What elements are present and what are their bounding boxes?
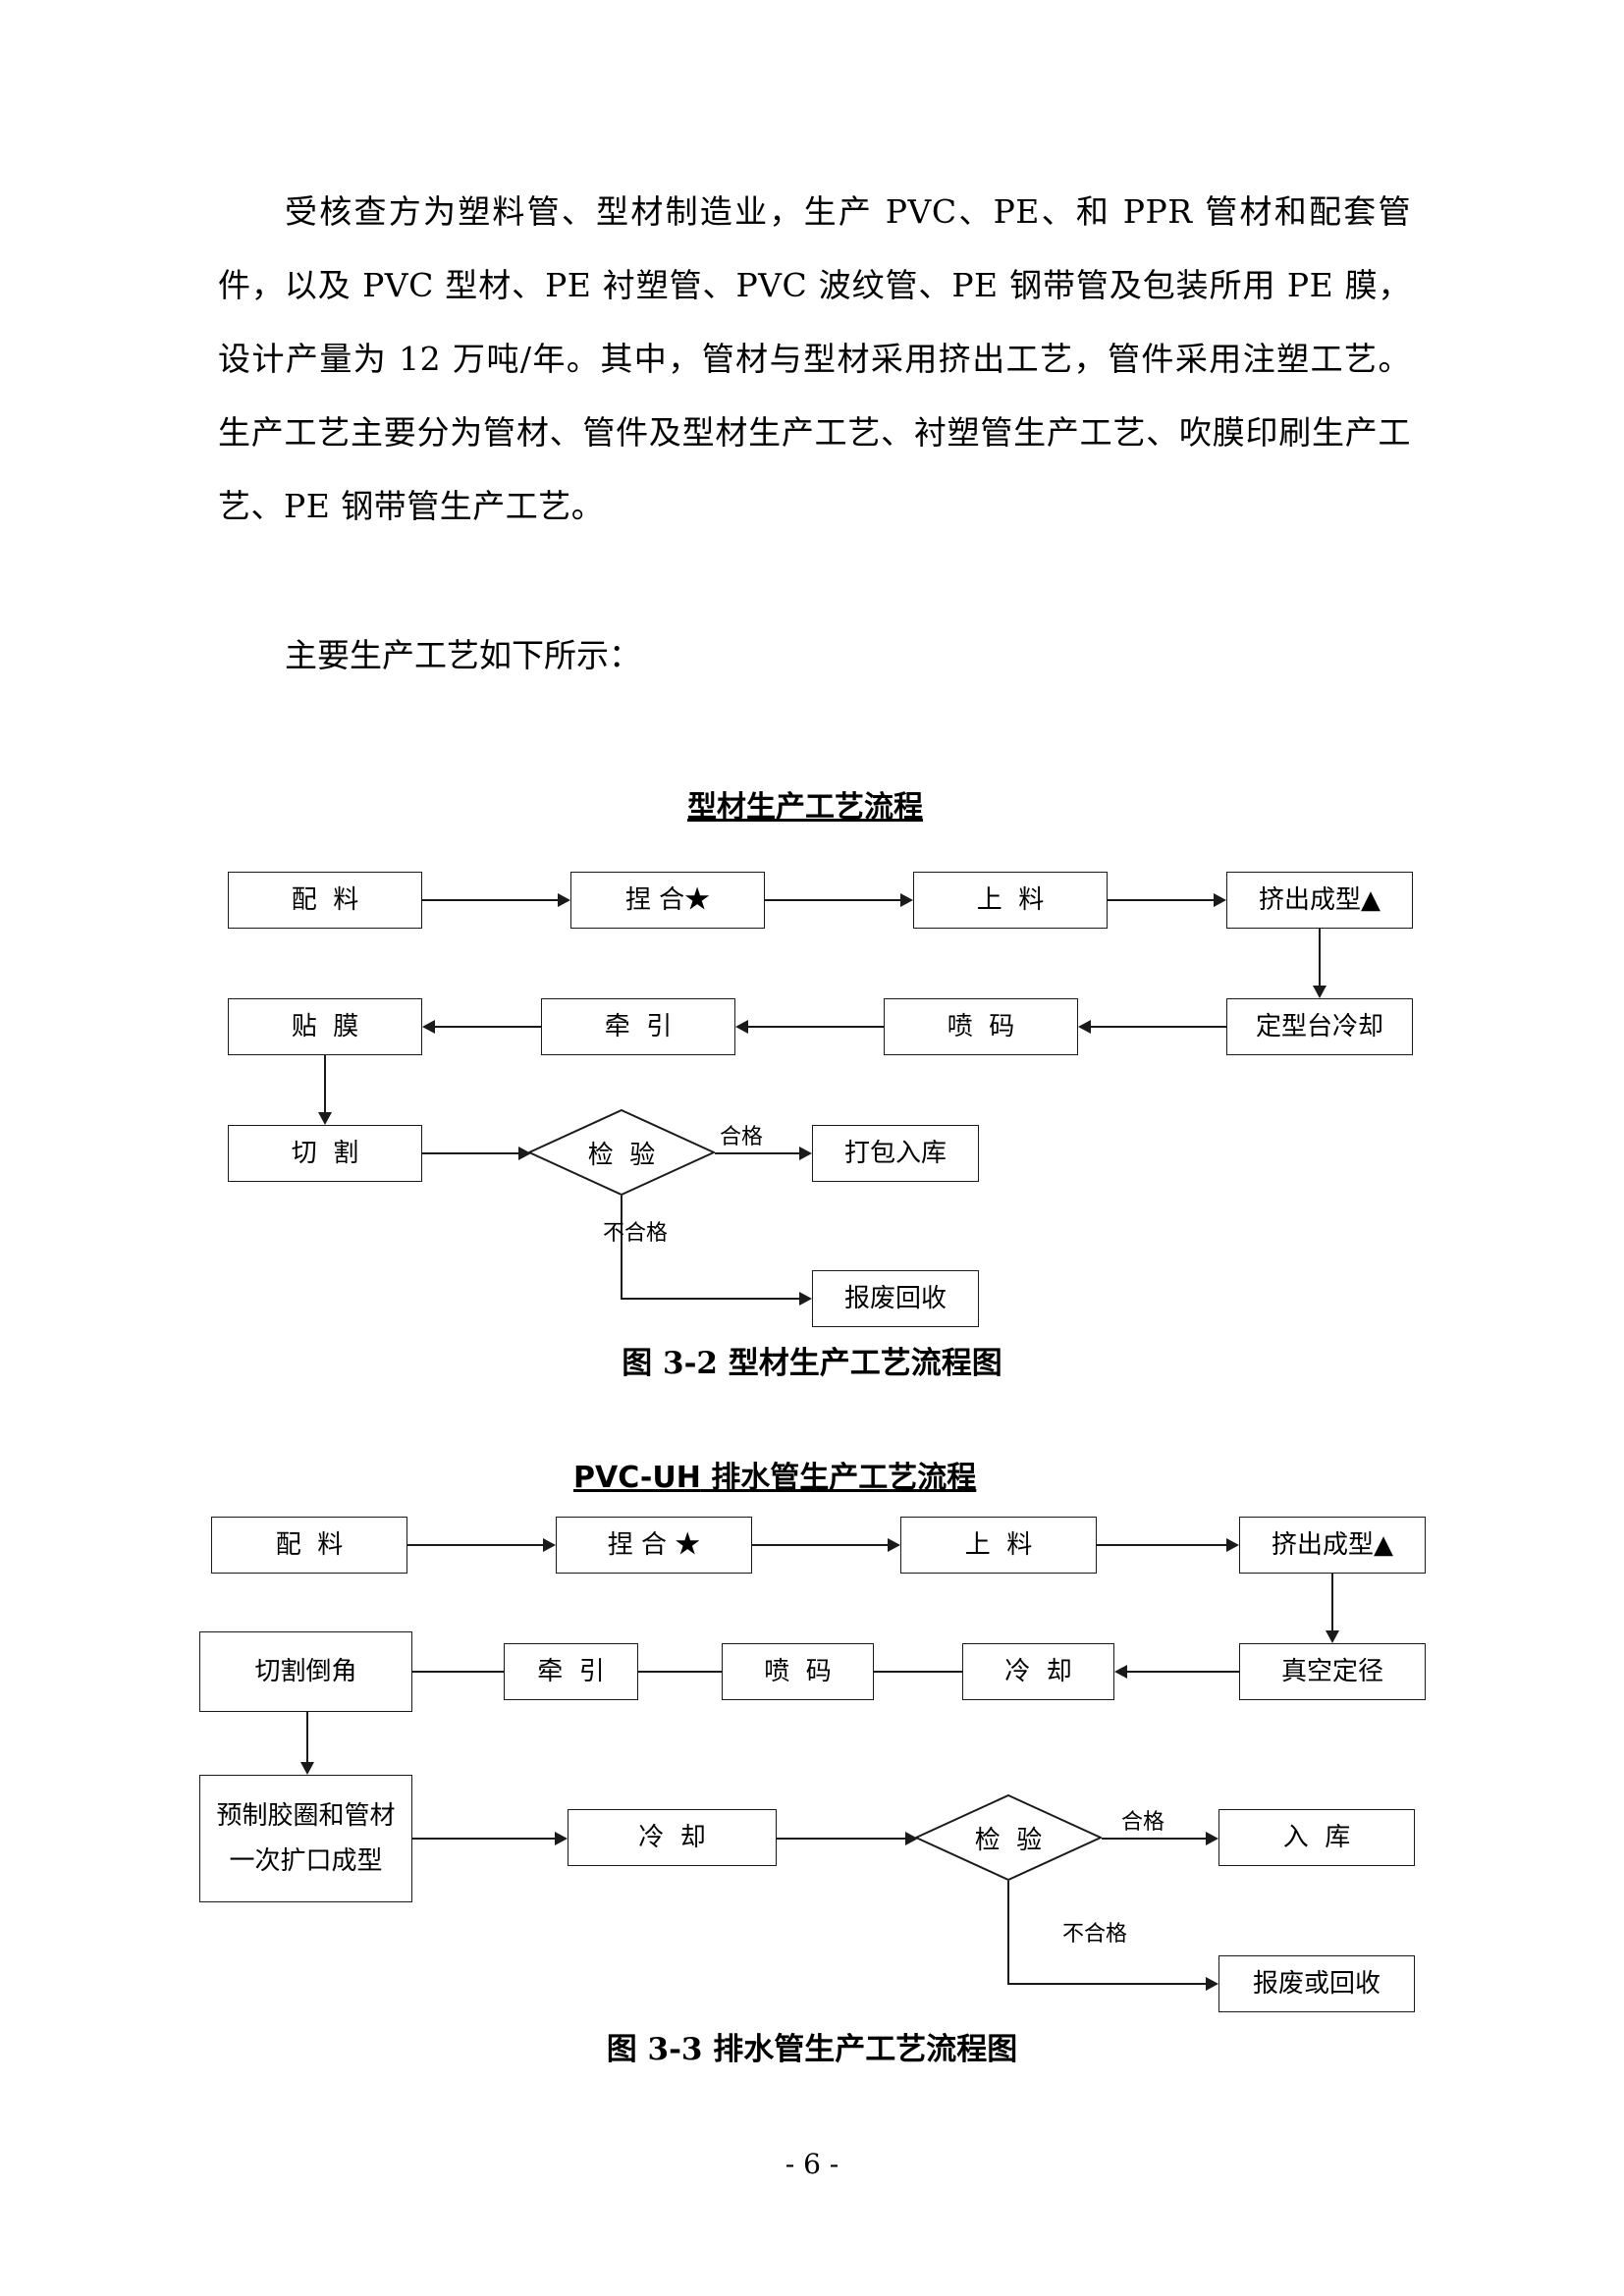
figure-2-arrow-9 [300,1762,314,1775]
figure-2-arrow-12 [1206,1832,1218,1845]
figure-2-edge-6 [862,1671,962,1673]
figure-1-node-qiege: 切 割 [228,1125,422,1182]
figure-2-edge-2 [752,1544,890,1546]
figure-1-arrow-9 [518,1147,531,1160]
figure-1-flowchart: 型材生产工艺流程 配 料 捏 合★ 上 料 挤出成型▲ 定型台冷却 喷 码 牵 … [228,790,1413,1327]
figure-2-edge-13a [1007,1881,1009,1985]
figure-2-arrow-4 [1326,1630,1339,1643]
figure-2-edge-1 [407,1544,545,1546]
figure-2-node-baofeihuohuishou: 报废或回收 [1218,1955,1415,2012]
figure-1-node-jichuchengxing: 挤出成型▲ [1226,872,1413,929]
figure-1-edge-label-fail: 不合格 [603,1221,669,1246]
figure-2-edge-13b [1007,1983,1208,1985]
figure-1-edge-11a [621,1196,623,1300]
figure-2-flowchart: PVC-UH 排水管生产工艺流程 配 料 捏 合 ★ 上 料 挤出成型▲ 真空定… [199,1453,1426,2012]
figure-2-edge-12 [1102,1838,1208,1840]
figure-2-arrow-13 [1206,1977,1218,1991]
figure-1-node-niehe: 捏 合★ [570,872,765,929]
figure-1-node-penma: 喷 码 [884,998,1078,1055]
figure-2-node-yuzhijiaoquan: 预制胶圈和管材一次扩口成型 [199,1775,412,1902]
figure-1-node-dingxingtailengque: 定型台冷却 [1226,998,1413,1055]
figure-2-node-lengque-2: 冷 却 [568,1809,777,1866]
figure-1-arrow-4 [1313,986,1326,998]
figure-2-edge-8 [412,1671,504,1673]
figure-1-arrow-6 [735,1020,748,1034]
body-paragraph-1: 受核查方为塑料管、型材制造业，生产 PVC、PE、和 PPR 管材和配套管件，以… [218,192,1411,525]
figure-1-node-shangliao: 上 料 [913,872,1108,929]
figure-2-node-ruku: 入 库 [1218,1809,1415,1866]
figure-1-edge-6 [748,1026,884,1028]
figure-2-edge-label-pass: 合格 [1121,1810,1165,1835]
figure-1-edge-2 [765,899,902,901]
figure-1-caption: 图 3-2 型材生产工艺流程图 [622,1346,1002,1381]
figure-2-node-jichuchengxing: 挤出成型▲ [1239,1517,1426,1574]
figure-1-edge-1 [422,899,560,901]
figure-2-node-jianyan: 检 验 [915,1794,1102,1881]
figure-1-arrow-2 [900,893,913,907]
diamond-shape-icon [915,1794,1102,1881]
figure-1-arrow-1 [558,893,570,907]
figure-2-arrow-10 [555,1832,568,1845]
figure-2-edge-10 [412,1838,557,1840]
figure-2-node-niehe: 捏 合 ★ [556,1517,752,1574]
body-paragraph-2: 主要生产工艺如下所示： [285,636,641,674]
figure-2-title: PVC-UH 排水管生产工艺流程 [573,1453,976,1496]
figure-2-node-lengque-1: 冷 却 [962,1643,1114,1700]
figure-1-edge-7 [435,1026,541,1028]
figure-1-edge-10 [715,1152,801,1154]
figure-1-arrow-10 [799,1147,812,1160]
figure-2-edge-9 [306,1712,308,1766]
figure-2-edge-4 [1331,1574,1333,1634]
figure-1-node-jianyan-label: 检 验 [587,1140,656,1170]
figure-1-node-baofeihuishou: 报废回收 [812,1270,979,1327]
figure-1-edge-9 [422,1152,520,1154]
figure-2-arrow-1 [543,1538,556,1552]
figure-2-title-latin: PVC-UH [573,1461,701,1495]
figure-2-edge-label-fail: 不合格 [1062,1922,1128,1947]
figure-1-edge-8 [324,1055,326,1116]
figure-1-node-dabaoruku: 打包入库 [812,1125,979,1182]
figure-1-arrow-5 [1078,1020,1091,1034]
figure-1-arrow-11 [799,1292,812,1306]
figure-1-arrow-8 [318,1112,332,1125]
page-number: - 6 - [785,2148,839,2180]
figure-2-arrow-3 [1226,1538,1239,1552]
figure-1-node-jianyan: 检 验 [528,1109,715,1196]
figure-2-edge-3 [1097,1544,1228,1546]
figure-1-node-qianyin: 牵 引 [541,998,735,1055]
figure-1-edge-5 [1091,1026,1226,1028]
figure-2-node-penma: 喷 码 [722,1643,874,1700]
figure-2-node-shangliao: 上 料 [900,1517,1097,1574]
figure-2-caption: 图 3-3 排水管生产工艺流程图 [606,2032,1018,2067]
diamond-shape-icon [528,1109,715,1196]
figure-2-node-jianyan-label: 检 验 [974,1825,1043,1855]
figure-1-title: 型材生产工艺流程 [687,790,923,825]
figure-2-node-qiegedaojiao: 切割倒角 [199,1631,412,1712]
figure-1-edge-4 [1319,929,1321,989]
figure-1-edge-3 [1108,899,1216,901]
figure-2-node-zhenkongdingjing: 真空定径 [1239,1643,1426,1700]
figure-2-node-qianyin: 牵 引 [504,1643,638,1700]
figure-2-node-peiliao: 配 料 [211,1517,407,1574]
figure-1-arrow-3 [1214,893,1226,907]
figure-1-node-tiemo: 贴 膜 [228,998,422,1055]
figure-1-edge-11c [621,1298,801,1300]
figure-2-edge-7 [635,1671,722,1673]
figure-2-arrow-11 [905,1832,918,1845]
figure-1-node-peiliao: 配 料 [228,872,422,929]
figure-2-title-cn: 排水管生产工艺流程 [700,1461,977,1495]
figure-1-edge-label-pass: 合格 [720,1125,764,1149]
figure-2-edge-11 [777,1838,907,1840]
figure-2-edge-5 [1127,1671,1239,1673]
figure-1-arrow-7 [422,1020,435,1034]
figure-2-arrow-2 [888,1538,900,1552]
figure-2-arrow-5 [1114,1665,1127,1679]
